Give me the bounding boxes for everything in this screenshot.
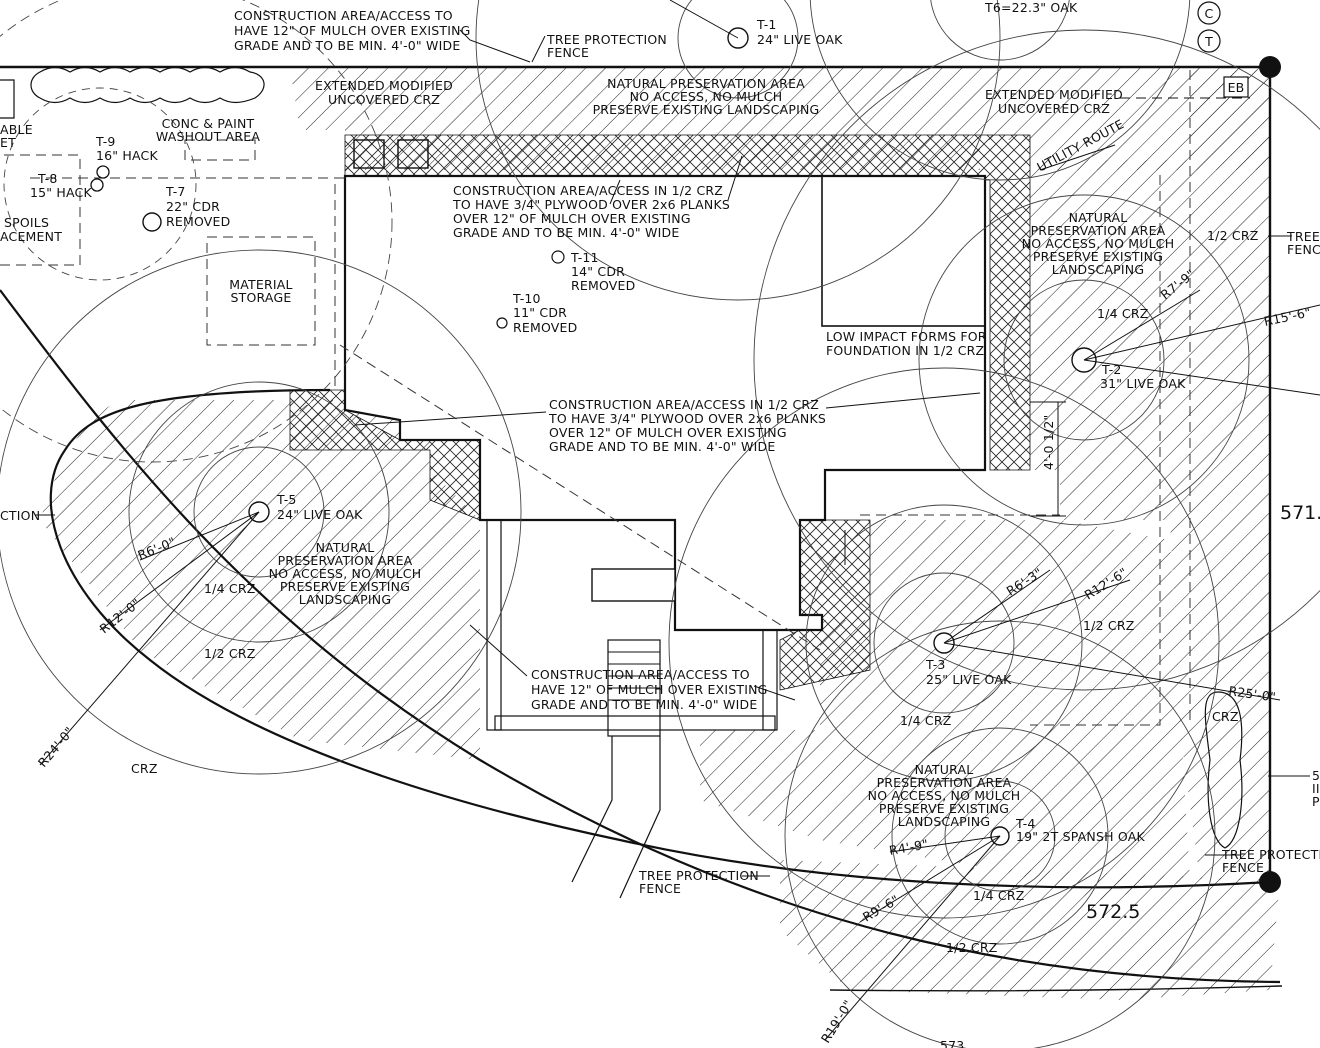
tree-t9-icon	[96, 165, 110, 179]
silt-sock	[30, 66, 265, 104]
tree-t8-icon	[90, 178, 104, 192]
label-r25-0: R25'-0"	[1228, 683, 1277, 704]
label-half-crz-right: 1/2 CRZ	[1207, 228, 1258, 243]
street-edge-lower	[0, 289, 1281, 984]
dumpster-box-1	[353, 139, 385, 169]
porch-right-column	[762, 629, 778, 731]
label-circle-t: T	[1204, 34, 1213, 49]
dumpster-box-2	[397, 139, 429, 169]
circle-c-icon	[1197, 1, 1221, 25]
label-tree-fence-right: TREEFENCE	[1286, 229, 1320, 257]
washout-box	[184, 139, 256, 161]
radius-lines	[39, 0, 1320, 1041]
eb-box	[1223, 76, 1249, 98]
label-half-crz-bottom: 1/2 CRZ	[946, 940, 997, 955]
property-boundary	[0, 56, 1283, 992]
entry-landing	[591, 568, 676, 602]
garage-wall	[821, 175, 986, 327]
label-r4-9: R4'-9"	[888, 836, 930, 858]
label-quarter-crz-right: 1/4 CRZ	[1097, 306, 1148, 321]
silt-sock-right	[1204, 691, 1243, 849]
street-edge-lower-2	[829, 985, 1283, 992]
label-quarter-crz-bottom: 1/4 CRZ	[973, 888, 1024, 903]
tree-t11-icon	[551, 250, 565, 264]
street-curb-curve	[49, 388, 1271, 889]
label-crz-right: CRZ	[1212, 709, 1239, 724]
hatch-left-zone	[40, 400, 480, 760]
label-circle-c: C	[1205, 6, 1214, 21]
label-t6: T6=22.3" OAK	[984, 0, 1078, 15]
property-corner-ne	[1259, 56, 1281, 78]
entry-steps	[607, 639, 661, 737]
hatch-bottom-curve	[780, 860, 1280, 1000]
label-bottom-cut: 573	[940, 1038, 964, 1048]
label-eb: EB	[1228, 80, 1245, 95]
label-elev-572: 572.5	[1086, 901, 1140, 923]
able-box	[0, 79, 15, 119]
tree-t10-icon	[496, 317, 508, 329]
label-r19-0: R19'-0"	[818, 997, 856, 1045]
circle-t-icon	[1197, 29, 1221, 53]
grid-symbols	[1197, 1, 1249, 98]
label-half-crz-t3: 1/2 CRZ	[1083, 618, 1134, 633]
label-dim-4-0: 4'-0 1/2"	[1041, 415, 1056, 471]
material-storage-box	[206, 236, 316, 346]
label-elev-571: 571.9	[1280, 502, 1320, 524]
porch-slab	[494, 715, 776, 731]
label-protection-left: CTION	[0, 508, 40, 523]
hatch-bottom-zone	[700, 520, 1190, 900]
label-r24-0: R24'-0"	[35, 724, 77, 770]
hatch-right-zone	[1030, 70, 1270, 880]
tree-trunks	[90, 27, 1097, 846]
tree-t7-icon	[142, 212, 162, 232]
label-half-crz-left: 1/2 CRZ	[204, 646, 255, 661]
label-quarter-crz-t3: 1/4 CRZ	[900, 713, 951, 728]
front-walkway	[571, 736, 661, 899]
porch-left-column	[486, 519, 502, 731]
label-crz-left: CRZ	[131, 761, 158, 776]
label-quarter-crz-left: 1/4 CRZ	[204, 581, 255, 596]
building-footprint	[343, 174, 987, 632]
leader-lines	[35, 29, 1310, 877]
